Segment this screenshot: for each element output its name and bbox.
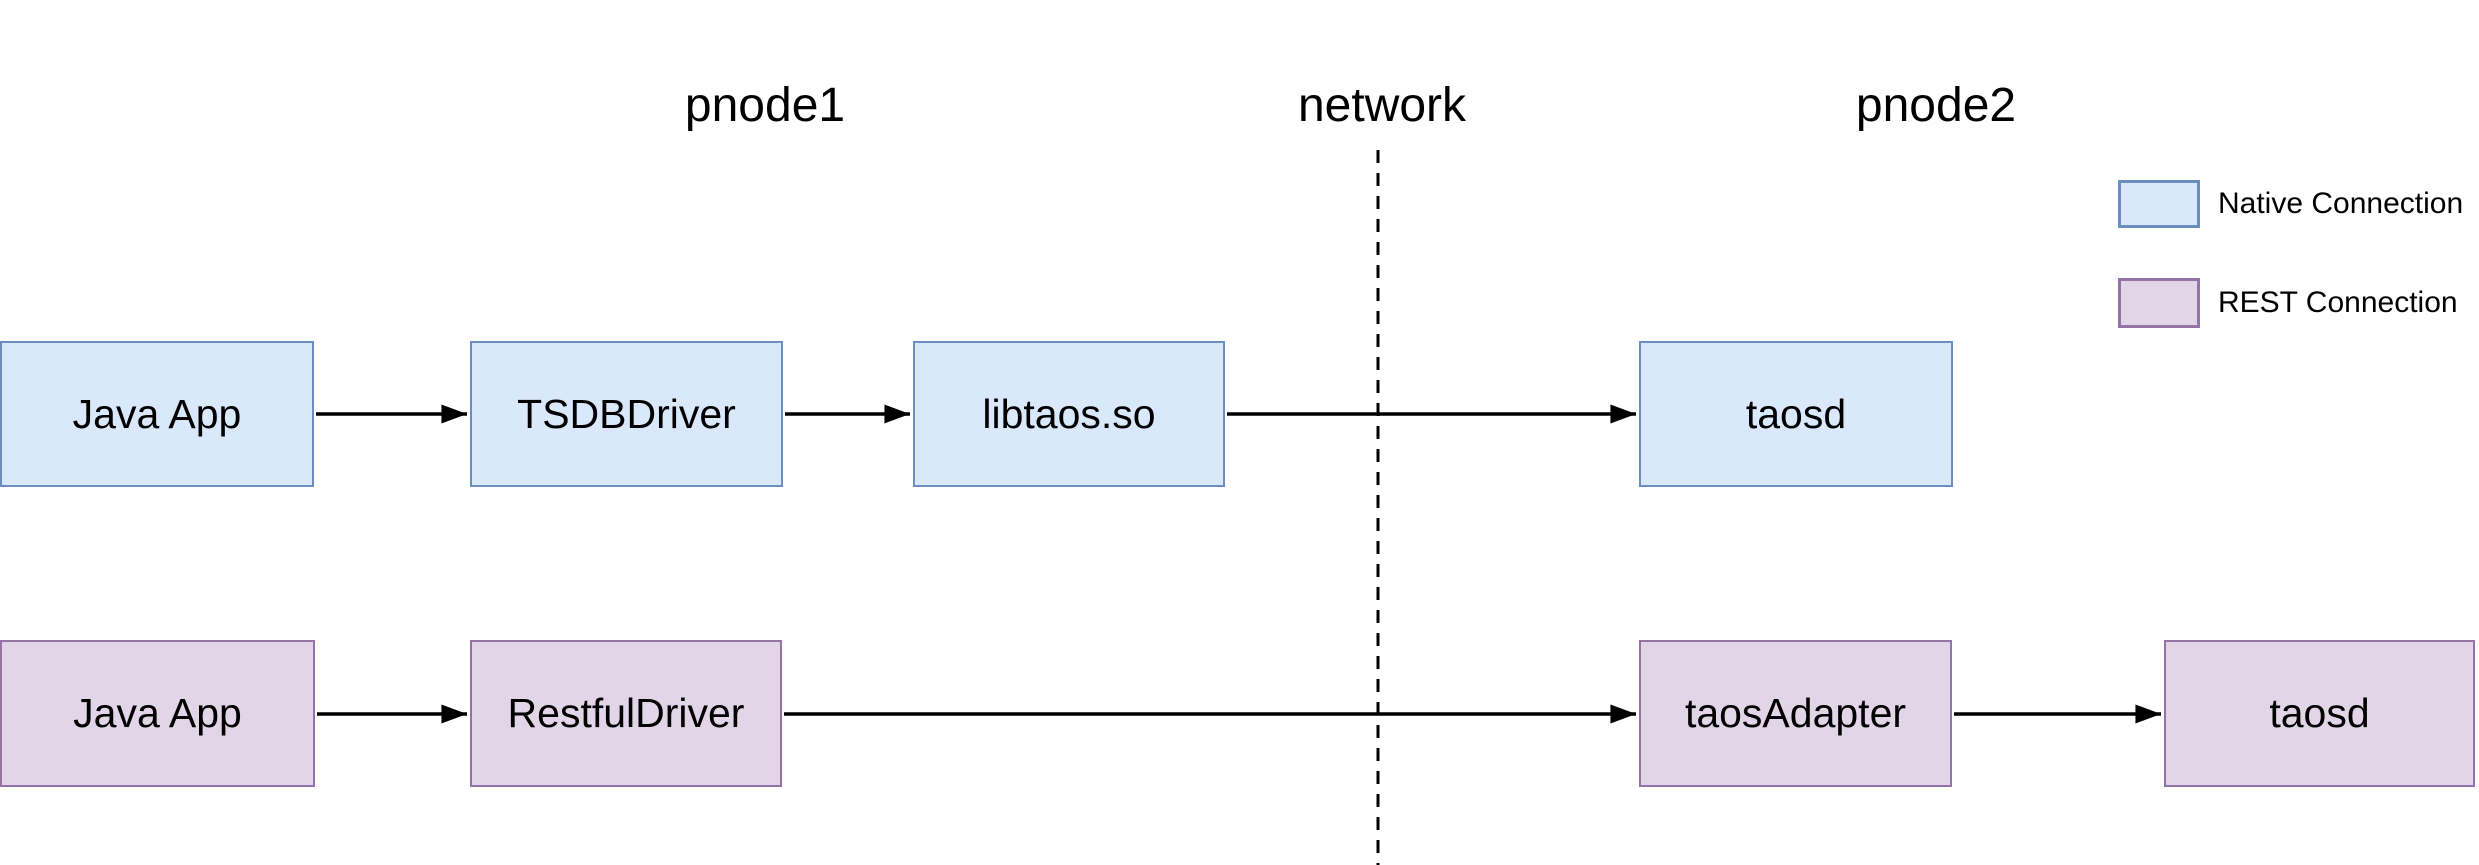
native-connection-swatch-icon xyxy=(2118,180,2200,228)
section-title-network: network xyxy=(1297,79,1467,132)
node-taosd-native: taosd xyxy=(1639,341,1953,487)
node-taosadapter: taosAdapter xyxy=(1639,640,1952,787)
node-label-taosd-rest: taosd xyxy=(2269,690,2370,736)
rest-connection-swatch-icon xyxy=(2118,278,2200,328)
node-label-taosd-native: taosd xyxy=(1745,390,1847,437)
section-title-pnode2: pnode2 xyxy=(1855,79,2017,132)
node-label-tsdbdriver: TSDBDriver xyxy=(517,390,736,437)
legend-label-native-connection: Native Connection xyxy=(2218,187,2464,220)
node-tsdbdriver: TSDBDriver xyxy=(470,341,783,487)
legend-item-native-connection: Native Connection xyxy=(2118,180,2463,228)
node-libtaos-so: libtaos.so xyxy=(913,341,1225,487)
node-java-app-native: Java App xyxy=(0,341,314,487)
legend-label-rest-connection: REST Connection xyxy=(2218,286,2458,319)
section-title-pnode1: pnode1 xyxy=(684,79,846,132)
legend-item-rest-connection: REST Connection xyxy=(2118,278,2458,328)
node-label-java-app-native: Java App xyxy=(72,390,242,437)
node-java-app-rest: Java App xyxy=(0,640,315,787)
node-label-restfuldriver: RestfulDriver xyxy=(507,690,745,736)
node-label-java-app-rest: Java App xyxy=(73,690,242,736)
node-label-libtaos-so: libtaos.so xyxy=(982,390,1156,437)
node-restfuldriver: RestfulDriver xyxy=(470,640,782,787)
node-taosd-rest: taosd xyxy=(2164,640,2475,787)
node-label-taosadapter: taosAdapter xyxy=(1684,690,1907,736)
